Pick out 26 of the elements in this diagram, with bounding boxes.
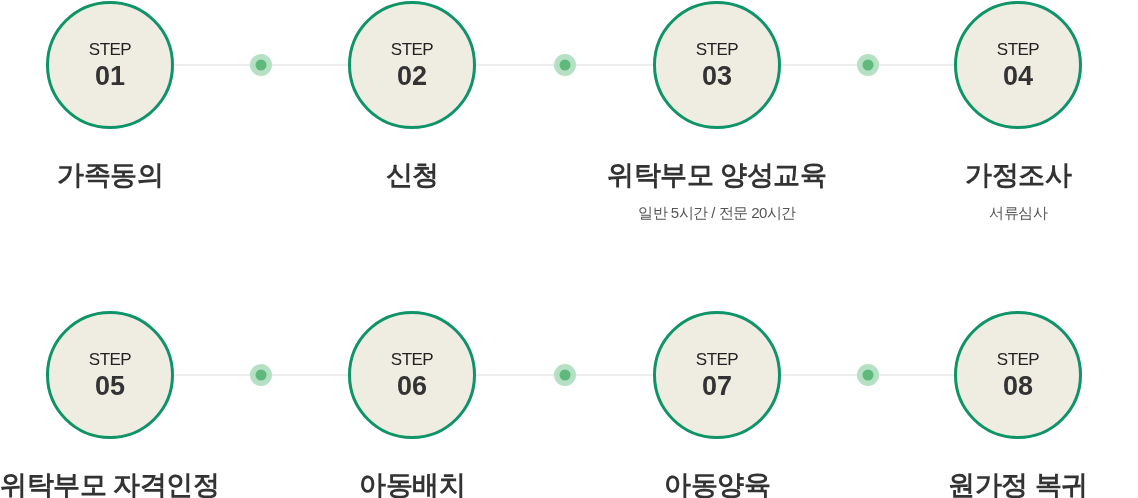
step-description: 일반 5시간 / 전문 20시간 xyxy=(638,204,796,222)
step-label: STEP xyxy=(695,39,739,59)
step-title: 원가정 복귀 xyxy=(948,469,1088,498)
step-label: STEP xyxy=(390,349,434,369)
step-number: 04 xyxy=(1002,60,1033,91)
step-title: 신청 xyxy=(385,159,439,191)
step-title: 위탁부모 자격인정 xyxy=(0,469,220,498)
step-number: 07 xyxy=(701,370,732,401)
step-description: 서류심사 xyxy=(989,204,1047,222)
step-label: STEP xyxy=(996,349,1040,369)
step-number: 02 xyxy=(396,60,427,91)
step-number: 06 xyxy=(396,370,427,401)
step-number: 03 xyxy=(701,60,732,91)
step-label: STEP xyxy=(695,349,739,369)
step-number: 08 xyxy=(1002,370,1033,401)
step-label: STEP xyxy=(88,349,132,369)
step-title: 가족동의 xyxy=(57,159,163,191)
step-title: 가정조사 xyxy=(965,159,1071,191)
step-label: STEP xyxy=(390,39,434,59)
step-title: 아동양육 xyxy=(664,469,770,498)
step-title: 아동배치 xyxy=(359,469,465,498)
step-label: STEP xyxy=(88,39,132,59)
step-title: 위탁부모 양성교육 xyxy=(607,159,827,191)
step-label: STEP xyxy=(996,39,1040,59)
step-number: 05 xyxy=(94,370,125,401)
step-number: 01 xyxy=(94,60,125,91)
